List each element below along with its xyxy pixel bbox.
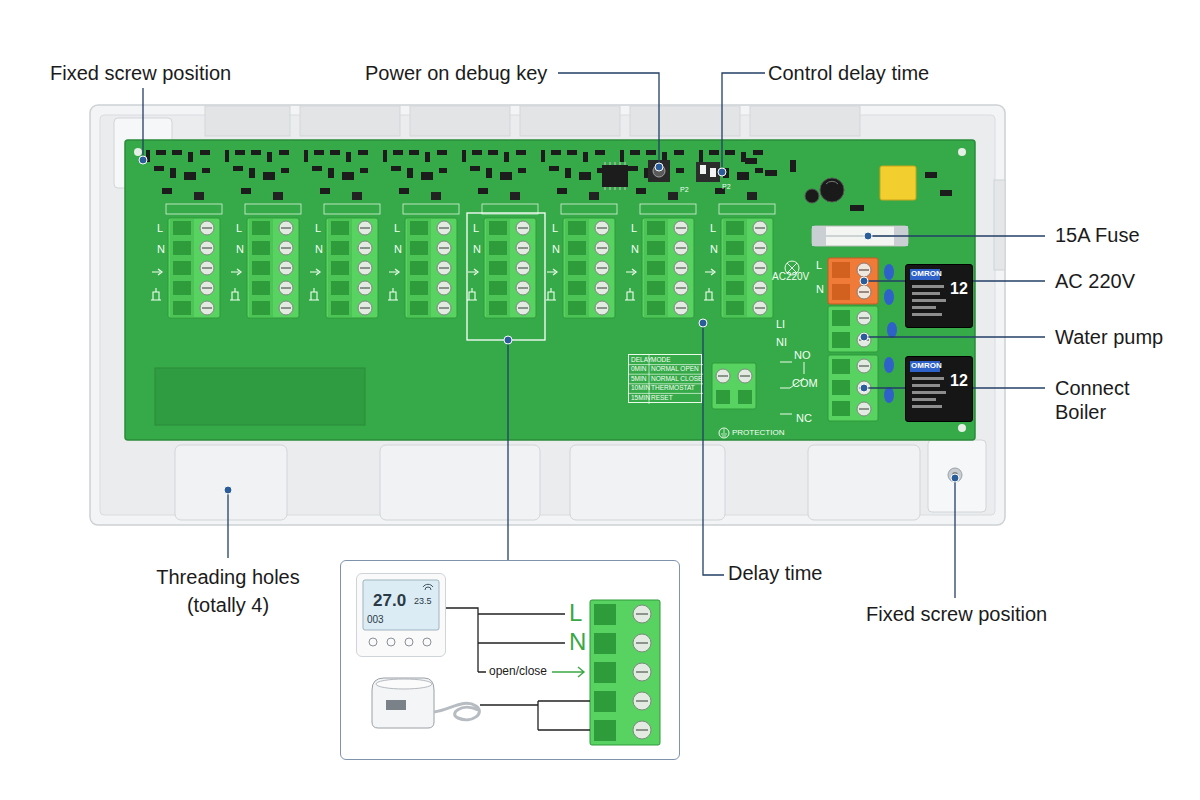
brand-text: OMRON	[911, 361, 942, 371]
table-cell: 10MIN	[631, 384, 650, 392]
delay-table: DELAYMODE 0MIN NORMAL OPEN 5MIN NORMAL CLOSE…	[628, 354, 702, 403]
pin-label: L	[710, 222, 716, 235]
table-cell: RESET	[651, 394, 673, 402]
thermostat: 27.0 23.5 003	[356, 573, 446, 657]
pin-label: L	[236, 222, 242, 235]
table-cell: NORMAL CLOSE	[651, 375, 702, 383]
table-cell: 5MIN	[631, 375, 647, 383]
pin-label: L	[816, 259, 822, 272]
table-cell: THERMOSTAT	[651, 384, 695, 392]
pin-label: N	[236, 243, 244, 256]
pin-label: LI	[776, 318, 785, 331]
pin-label: L	[631, 222, 637, 235]
pin-label: NO	[794, 349, 811, 362]
table-cell: 0MIN	[631, 365, 647, 373]
callout-label: Fixed screw position	[50, 61, 231, 85]
pin-label: NI	[776, 336, 787, 349]
relay-box: OMRON 12	[905, 356, 973, 422]
pin-label: L	[569, 599, 582, 628]
pin-label: L	[157, 222, 163, 235]
pin-label: N	[710, 243, 718, 256]
callout-label: Water pump	[1055, 325, 1163, 349]
pin-label: N	[315, 243, 323, 256]
brand-text: OMRON	[911, 269, 942, 279]
table-cell: 15MIN	[631, 394, 650, 402]
callout-label: Fixed screw position	[866, 602, 1047, 626]
pin-label: NC	[796, 412, 812, 425]
pin-label: L	[394, 222, 400, 235]
table-cell: DELAY	[631, 356, 652, 364]
time-reading: 003	[367, 614, 384, 626]
table-cell: NORMAL OPEN	[651, 365, 699, 373]
pin-label: L	[473, 222, 479, 235]
pin-label: N	[473, 243, 481, 256]
callout-label: AC 220V	[1055, 269, 1135, 293]
signal-label: open/close	[489, 664, 547, 678]
callout-label: Threading holes (totally 4)	[138, 563, 318, 619]
relay-box: OMRON 12	[905, 264, 973, 328]
pin-label: N	[631, 243, 639, 256]
pin-label: L	[552, 222, 558, 235]
temperature-setpoint: 23.5	[414, 596, 432, 607]
pin-label: N	[569, 628, 586, 657]
silkscreen-label: P2	[722, 183, 731, 191]
pin-label: N	[394, 243, 402, 256]
pin-label: COM	[792, 377, 818, 390]
callout-label: 15A Fuse	[1055, 223, 1140, 247]
pin-label: N	[552, 243, 560, 256]
model-number: 12	[950, 371, 968, 390]
temperature-reading: 27.0	[373, 591, 406, 611]
callout-label: Power on debug key	[365, 61, 547, 85]
callout-label: Connect Boiler	[1055, 376, 1165, 424]
silkscreen-label: P2	[680, 186, 689, 194]
pin-label: N	[157, 243, 165, 256]
pin-label: L	[315, 222, 321, 235]
table-cell: MODE	[651, 356, 671, 364]
wiring-inset: LNopen/close 27.0 23.5 003	[340, 560, 680, 760]
callout-label: Delay time	[728, 561, 822, 585]
callout-label: Control delay time	[768, 61, 929, 85]
silkscreen-label: PROTECTION	[732, 428, 784, 438]
pin-label: N	[816, 283, 824, 296]
voltage-label: AC220V	[772, 271, 809, 283]
model-number: 12	[950, 279, 968, 298]
